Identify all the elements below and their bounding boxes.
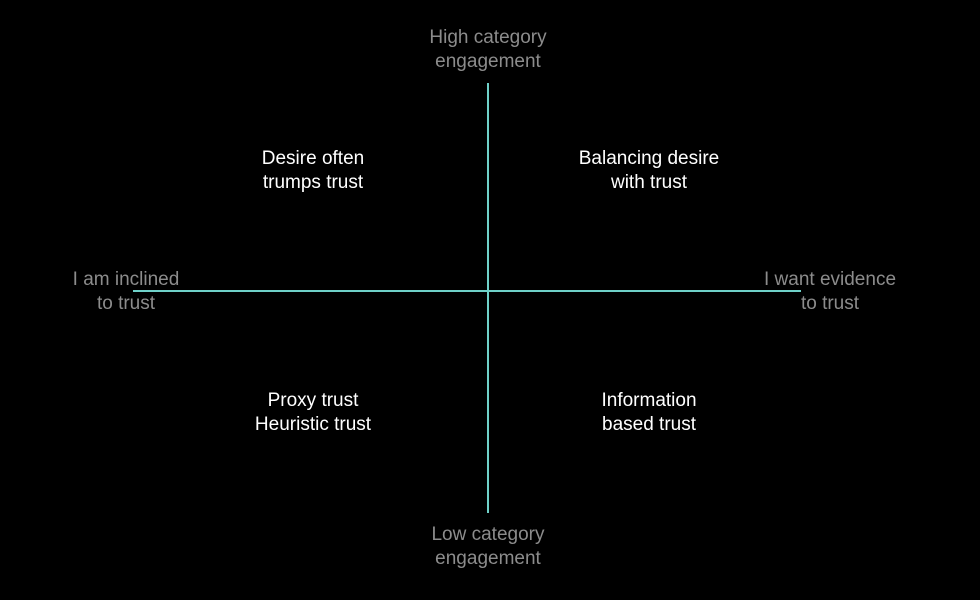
quadrant-bottom-left-label: Proxy trust Heuristic trust	[254, 390, 372, 435]
axis-label-bottom: Low category engagement	[431, 524, 545, 569]
axis-label-right: I want evidence to trust	[763, 269, 897, 314]
vertical-axis-line	[487, 83, 489, 513]
axis-label-top: High category engagement	[429, 27, 547, 72]
axis-label-left: I am inclined to trust	[72, 269, 180, 314]
quadrant-top-right-label: Balancing desire with trust	[578, 148, 720, 193]
quadrant-top-left-label: Desire often trumps trust	[261, 148, 365, 193]
horizontal-axis-line	[133, 290, 801, 292]
quadrant-bottom-right-label: Information based trust	[601, 390, 697, 435]
